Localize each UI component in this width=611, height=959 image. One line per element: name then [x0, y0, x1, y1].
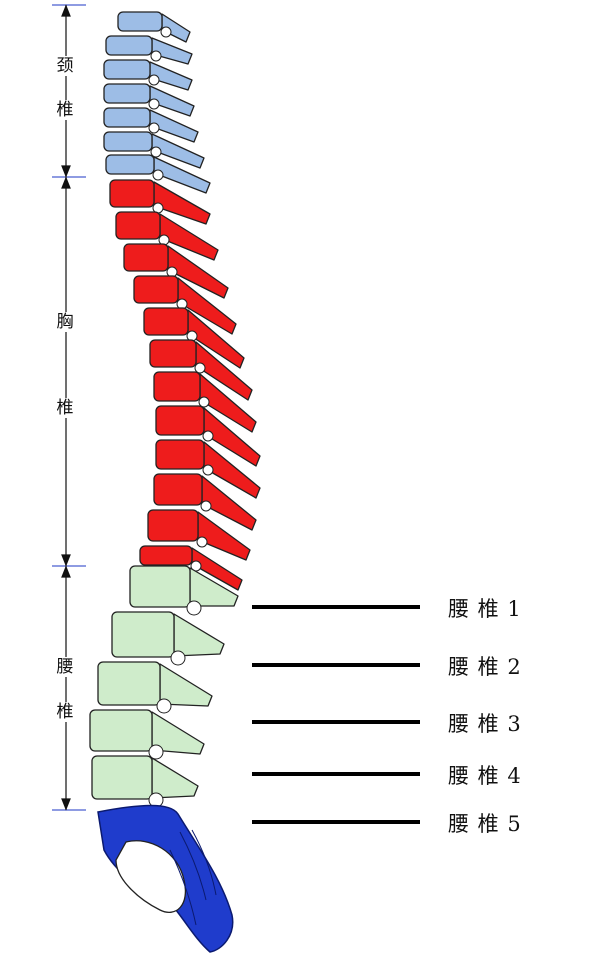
vertebral-body — [97, 661, 161, 706]
vertebra — [117, 11, 191, 43]
foramen — [198, 396, 210, 408]
foramen — [202, 430, 214, 442]
vertebra — [155, 405, 261, 467]
spinous-process — [173, 613, 225, 657]
arrow-thoracic-top — [61, 176, 71, 189]
vertebral-body — [153, 371, 201, 402]
vertebral-body — [133, 275, 179, 304]
thoracic-label-2: 椎 — [52, 398, 78, 418]
vertebral-body — [115, 211, 161, 240]
vertebral-body — [149, 339, 197, 368]
vertebra — [97, 661, 213, 714]
foramen — [148, 744, 164, 760]
vertebral-body — [105, 154, 155, 175]
foramen — [148, 122, 160, 134]
cervical-label-1: 颈 — [52, 56, 78, 76]
vertebra — [153, 371, 257, 433]
vertebral-body — [111, 611, 175, 658]
lumbar-label-4: 腰 椎 4 — [448, 764, 522, 788]
vertebral-body — [123, 243, 169, 272]
vertebra — [103, 131, 205, 169]
vertebral-body — [103, 59, 151, 80]
arrow-thoracic-bottom — [61, 554, 71, 567]
vertebra — [91, 755, 199, 808]
vertebral-body — [91, 755, 153, 800]
sacrum-group — [97, 804, 234, 953]
foramen — [156, 698, 172, 714]
vertebra — [109, 179, 211, 225]
vertebra — [103, 107, 199, 143]
vertebra — [115, 211, 219, 261]
vertebral-body — [129, 565, 191, 608]
foramen — [148, 98, 160, 110]
vertebral-body — [109, 179, 155, 208]
spinous-process — [151, 757, 199, 799]
vertebra — [153, 473, 257, 531]
vertebra — [123, 243, 229, 299]
vertebral-body — [147, 509, 199, 542]
vertebra — [149, 339, 253, 401]
arrow-lumbar-top — [61, 565, 71, 578]
arrow-cervical-bottom — [61, 165, 71, 178]
vertebra — [147, 509, 251, 561]
vertebra — [143, 307, 245, 369]
vertebral-body — [155, 405, 205, 436]
vertebral-body — [155, 439, 205, 470]
lumbar-label-5: 腰 椎 5 — [448, 812, 522, 836]
vertebral-body — [103, 83, 151, 104]
vertebra — [105, 35, 193, 65]
sacral-joint-surface — [115, 840, 186, 913]
vertebrae-group — [89, 11, 261, 808]
vertebral-body — [143, 307, 189, 336]
arrow-lumbar-bottom — [61, 798, 71, 811]
vertebral-body — [153, 473, 203, 506]
vertebral-body — [139, 545, 193, 566]
sacrum-ridge — [191, 829, 217, 896]
vertebra — [89, 709, 205, 760]
pointer-lines — [252, 605, 420, 824]
cervical-label-2: 椎 — [52, 100, 78, 120]
lumbar-label-1: 腰 椎 1 — [448, 597, 522, 621]
foramen — [186, 600, 202, 616]
foramen — [150, 50, 162, 62]
foramen — [148, 74, 160, 86]
foramen — [202, 464, 214, 476]
vertebral-body — [105, 35, 153, 56]
foramen — [160, 26, 172, 38]
vertebra — [103, 83, 195, 117]
lumbar-region-label-1: 腰 — [52, 657, 78, 677]
vertebra — [133, 275, 237, 335]
arrow-cervical-top — [61, 4, 71, 17]
lumbar-label-3: 腰 椎 3 — [448, 712, 522, 736]
vertebra — [103, 59, 193, 91]
foramen — [150, 146, 162, 158]
sacrum-ridge — [179, 831, 207, 901]
vertebra — [155, 439, 261, 499]
vertebra — [105, 154, 211, 194]
foramen — [194, 362, 206, 374]
vertebra — [129, 565, 239, 616]
foramen — [170, 650, 186, 666]
sacrum-ridge — [169, 849, 197, 926]
vertebral-body — [103, 131, 153, 152]
vertebral-body — [117, 11, 163, 32]
vertebra — [139, 545, 243, 591]
lumbar-label-2: 腰 椎 2 — [448, 655, 522, 679]
vertebral-body — [89, 709, 153, 752]
thoracic-label-1: 胸 — [52, 312, 78, 332]
foramen — [152, 169, 164, 181]
lumbar-region-label-2: 椎 — [52, 702, 78, 722]
vertebra — [111, 611, 225, 666]
foramen — [200, 500, 212, 512]
vertebral-body — [103, 107, 151, 128]
foramen — [196, 536, 208, 548]
